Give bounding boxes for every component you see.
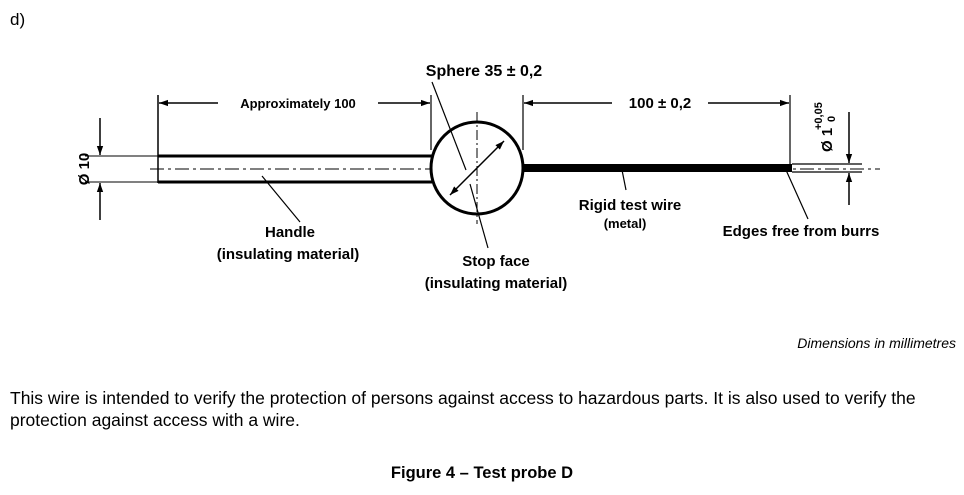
sphere-leader (431, 81, 467, 171)
wire-material-label: (metal) (604, 216, 647, 231)
item-label: d) (10, 10, 26, 29)
wire-diameter-tol-lower: 0 (826, 116, 838, 122)
stop-face-material-label: (insulating material) (425, 275, 568, 292)
wire-length-label: 100 ± 0,2 (629, 95, 691, 112)
handle-label: Handle (265, 224, 315, 241)
handle-material-label: (insulating material) (217, 246, 360, 263)
handle-length-label: Approximately 100 (240, 96, 356, 111)
rigid-test-wire-label: Rigid test wire (579, 197, 682, 214)
wire-length-dimension: 100 ± 0,2 (524, 95, 789, 112)
units-note: Dimensions in millimetres (797, 335, 956, 351)
description-paragraph: This wire is intended to verify the prot… (10, 388, 916, 430)
handle-diameter-dimension: Ø 10 (76, 118, 104, 220)
test-probe-diagram: Approximately 100 100 ± 0,2 Sphere 35 ± … (76, 63, 880, 292)
edges-label: Edges free from burrs (723, 223, 880, 240)
figure-caption: Figure 4 – Test probe D (390, 464, 574, 482)
stop-face-label: Stop face (462, 253, 530, 270)
rigid-test-wire (522, 163, 862, 173)
wire-diameter-tol-upper: +0,05 (813, 102, 825, 130)
wire-diameter-label: Ø 1 (819, 128, 836, 152)
handle-length-dimension: Approximately 100 (159, 96, 430, 111)
sphere (429, 112, 525, 224)
handle-diameter-label: Ø 10 (76, 153, 93, 186)
wire-diameter-dimension: Ø 1 +0,05 0 (813, 102, 853, 205)
sphere-dimension-label: Sphere 35 ± 0,2 (426, 63, 543, 80)
handle (157, 95, 432, 184)
